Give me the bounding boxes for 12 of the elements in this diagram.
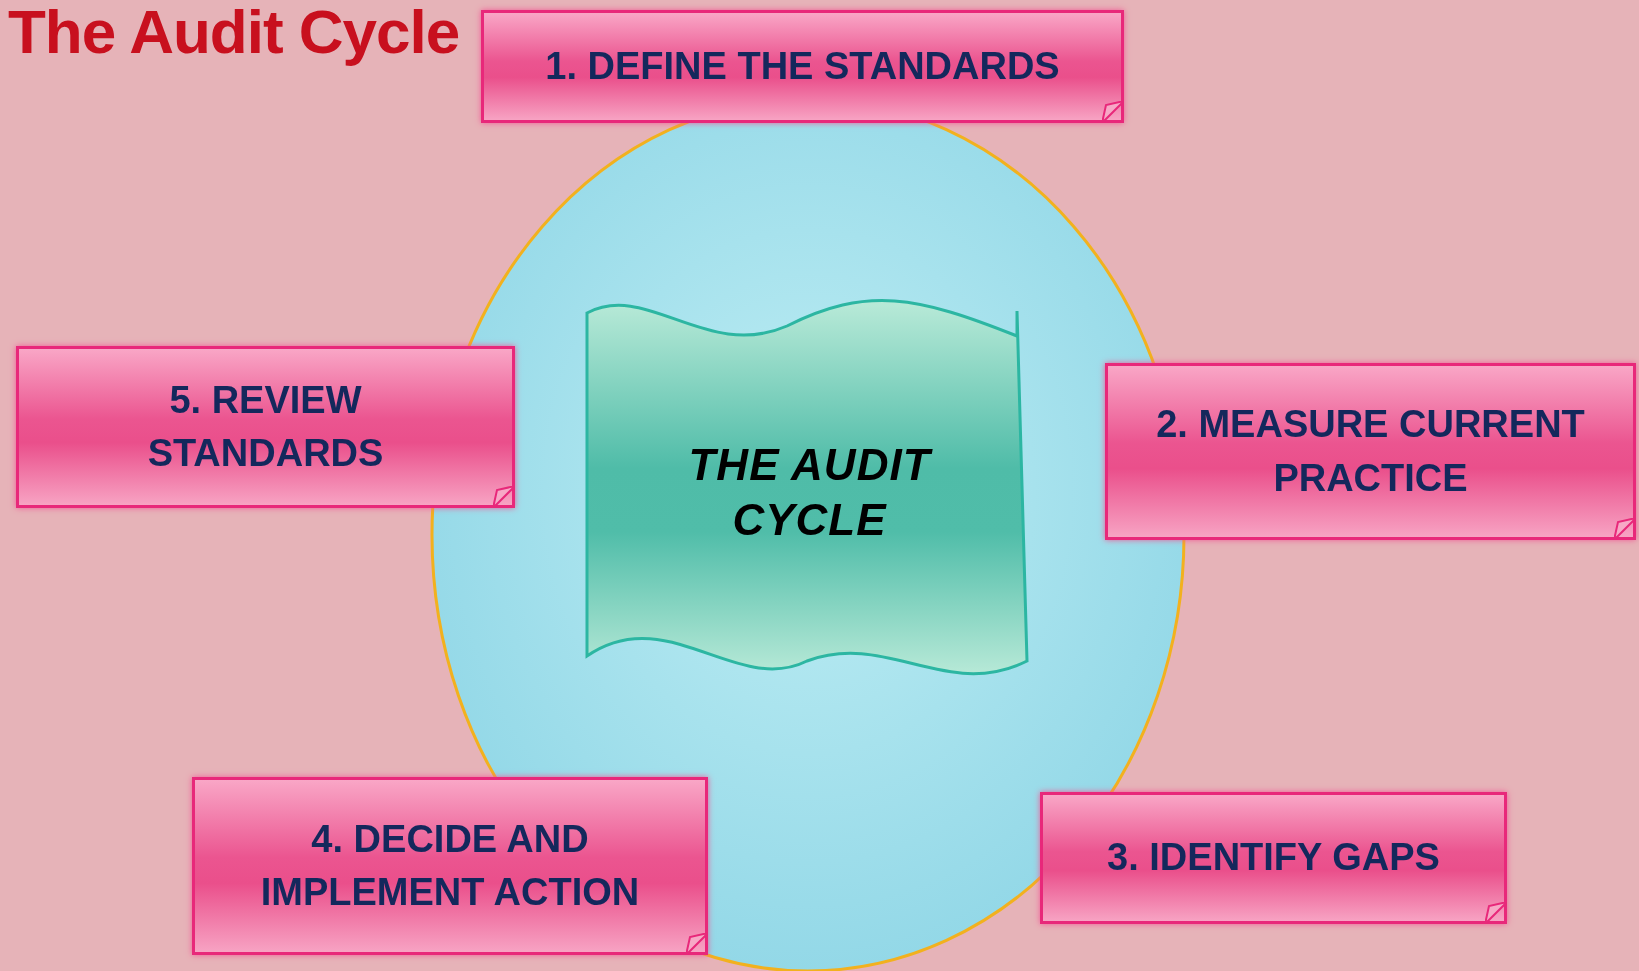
step-box <box>481 10 1124 123</box>
step-box <box>16 346 515 508</box>
step-label: 2. MEASURE CURRENT PRACTICE <box>1155 402 1586 501</box>
step-box <box>1040 792 1507 924</box>
step-label: 5. REVIEW STANDARDS <box>146 377 385 476</box>
step-label: 1. DEFINE THE STANDARDS <box>544 43 1061 89</box>
step-label: 4. DECIDE AND IMPLEMENT ACTION <box>259 816 641 915</box>
banner-title: THE AUDIT CYCLE <box>687 438 934 546</box>
title: The Audit Cycle <box>8 0 460 67</box>
step-box <box>1105 363 1636 540</box>
step-box <box>192 777 708 955</box>
step-label: 3. IDENTIFY GAPS <box>1106 835 1441 881</box>
